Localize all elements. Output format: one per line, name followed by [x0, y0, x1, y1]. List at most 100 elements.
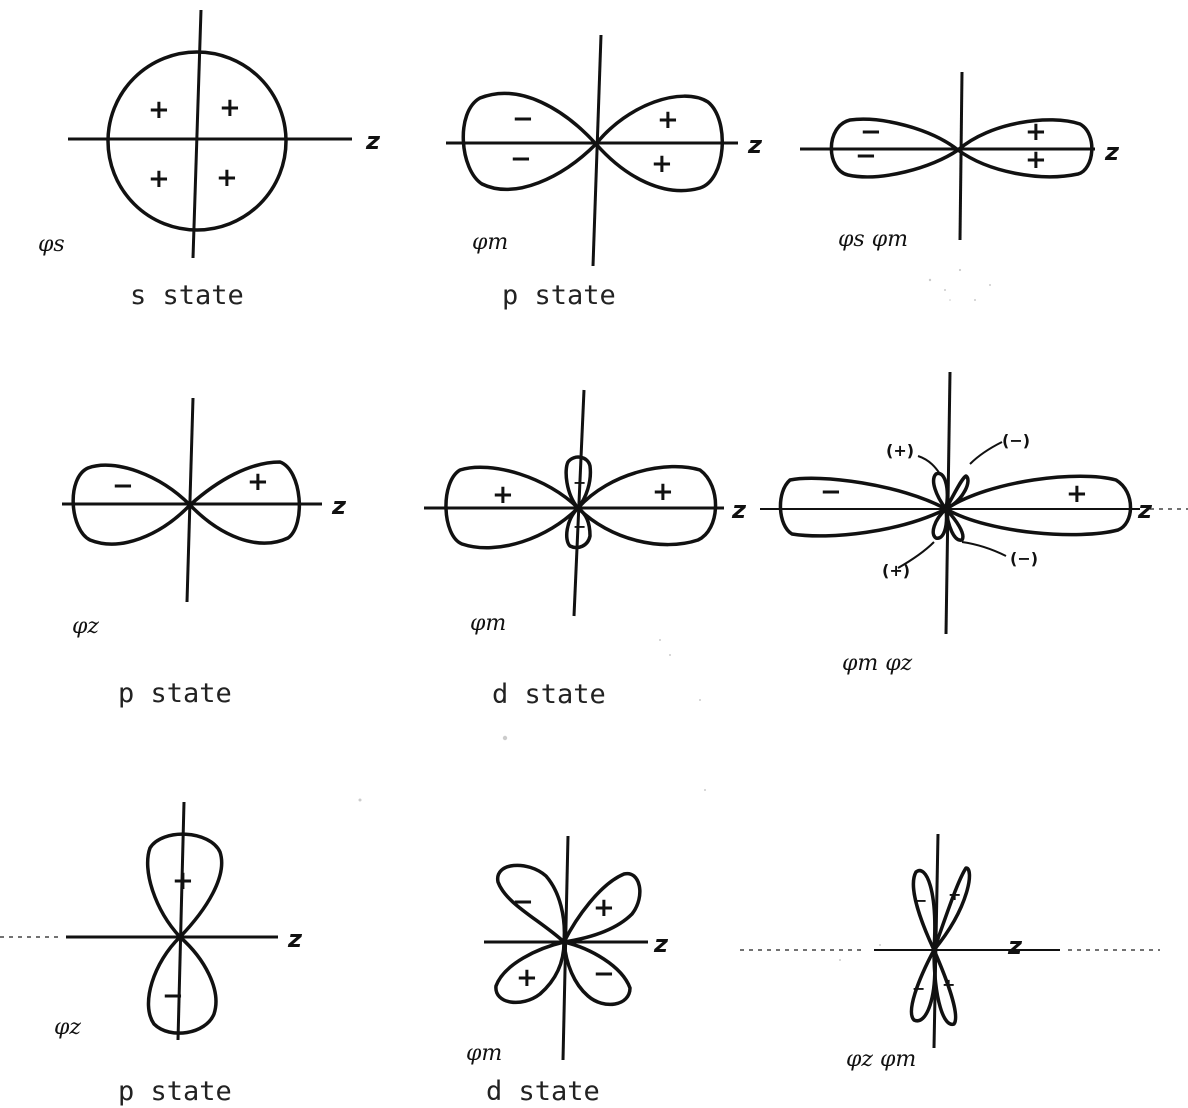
sign-lower-left: +	[148, 164, 170, 194]
panel-d-state-phi-m: z + + − − φm d state	[424, 389, 747, 710]
s-orbital-circle	[106, 50, 288, 232]
panel-s-state: z + + + + φs s state	[38, 9, 381, 311]
state-caption: p state	[502, 280, 616, 311]
panel-p-state-vertical: z + − φz p state	[0, 801, 303, 1107]
left-lobe	[461, 91, 598, 192]
state-caption: d state	[492, 679, 606, 710]
upper-right-lobe	[562, 871, 642, 944]
upper-left-lobe	[496, 863, 567, 944]
sign-lower: −	[573, 517, 586, 536]
state-caption: d state	[486, 1076, 600, 1107]
lower-left-lobe	[494, 940, 566, 1005]
small-lobe-upper-right	[944, 474, 970, 511]
sign-right-upper: +	[1025, 117, 1047, 147]
sign-right-upper: +	[657, 105, 679, 135]
annotation-lower-right: (−)	[1010, 549, 1038, 568]
upper-lobe	[145, 832, 224, 939]
sign-lower-left: −	[912, 979, 925, 998]
sign-lower-right: +	[942, 975, 955, 994]
vertical-axis	[176, 801, 186, 1041]
wavefunction-symbol: φm	[470, 611, 506, 636]
vertical-axis	[958, 71, 964, 241]
annotation-upper-right: (−)	[1002, 431, 1030, 450]
sign-lower-right: +	[216, 163, 238, 193]
axis-label-z: z	[1104, 138, 1120, 166]
wavefunction-symbol: φz φm	[846, 1047, 916, 1072]
annotation-arrow-lower-left	[897, 541, 935, 569]
sign-right: +	[1066, 479, 1088, 509]
sign-upper-left: +	[148, 95, 170, 125]
wavefunction-symbol: φz	[72, 614, 99, 639]
panel-d-state-cross: z − + + − φm d state	[466, 835, 669, 1107]
panel-phi-product-middle: z − + (+) (−) (+) (−) φm φz	[760, 371, 1188, 676]
left-lobe	[829, 117, 960, 179]
upper-right-lobe	[932, 866, 972, 952]
wavefunction-symbol: φm φz	[842, 651, 913, 676]
sign-upper-right: +	[948, 885, 961, 904]
upper-small-lobe	[564, 455, 593, 510]
sign-right: +	[652, 477, 674, 507]
right-lobe	[956, 118, 1094, 179]
wavefunction-symbol: φs φm	[838, 227, 908, 252]
axis-label-z: z	[331, 492, 347, 520]
wavefunction-symbol: φm	[472, 230, 508, 255]
right-lobe	[188, 460, 302, 545]
axis-label-z: z	[653, 930, 669, 958]
sign-right: +	[247, 467, 269, 497]
left-lobe	[71, 463, 192, 546]
sign-right-lower: +	[1025, 145, 1047, 175]
upper-left-lobe	[911, 868, 937, 952]
sign-upper-right: +	[219, 93, 241, 123]
left-lobe	[444, 465, 580, 550]
sign-left-upper: −	[860, 117, 882, 147]
annotation-arrow-lower-right	[961, 541, 1007, 557]
sign-right-lower: +	[651, 149, 673, 179]
sign-upper: −	[573, 473, 586, 492]
lower-right-lobe	[932, 948, 958, 1026]
left-lobe	[778, 476, 948, 538]
right-lobe	[594, 94, 725, 193]
state-caption: p state	[118, 678, 232, 709]
axis-label-z: z	[1137, 496, 1153, 524]
vertical-axis	[191, 9, 203, 259]
axis-label-z: z	[731, 496, 747, 524]
sign-lower: −	[162, 981, 184, 1011]
lower-left-lobe	[909, 948, 937, 1023]
wavefunction-symbol: φz	[54, 1015, 81, 1040]
sign-lower-right: −	[593, 959, 615, 989]
axis-label-z: z	[365, 127, 381, 155]
axis-label-z: z	[1007, 932, 1023, 960]
wavefunction-symbol: φm	[466, 1041, 502, 1066]
state-caption: p state	[118, 1076, 232, 1107]
state-caption: s state	[130, 280, 244, 311]
vertical-axis	[572, 389, 586, 617]
sign-left-lower: −	[510, 144, 532, 174]
small-lobe-lower-right	[944, 507, 965, 542]
sign-upper: +	[172, 866, 194, 896]
sign-upper-left: −	[512, 887, 534, 917]
sign-lower-left: +	[516, 963, 538, 993]
vertical-axis	[185, 397, 195, 603]
annotation-upper-left: (+)	[886, 441, 914, 460]
right-lobe	[944, 474, 1133, 537]
panel-p-state-phi-m: z − − + + φm p state	[446, 34, 763, 311]
lower-lobe	[146, 935, 218, 1035]
sign-upper-right: +	[593, 893, 615, 923]
axis-label-z: z	[747, 131, 763, 159]
lower-right-lobe	[562, 940, 632, 1007]
sign-left-lower: −	[855, 141, 877, 171]
panel-phi-product-bottom: z − + − + φz φm	[740, 833, 1160, 1072]
lower-small-lobe	[564, 506, 592, 550]
vertical-axis	[591, 34, 603, 267]
annotation-arrow-upper-left	[917, 455, 941, 475]
sign-upper-left: −	[914, 891, 927, 910]
axis-label-z: z	[287, 925, 303, 953]
sign-left: +	[492, 480, 514, 510]
panel-phi-product-top: z − − + + φs φm	[800, 71, 1120, 252]
small-lobe-lower-left	[931, 507, 949, 540]
panel-p-state-phi-z: z − + φz p state	[62, 397, 347, 709]
sign-left-upper: −	[512, 104, 534, 134]
annotation-arrow-upper-right	[969, 441, 1003, 465]
small-lobe-upper-left	[931, 471, 949, 511]
